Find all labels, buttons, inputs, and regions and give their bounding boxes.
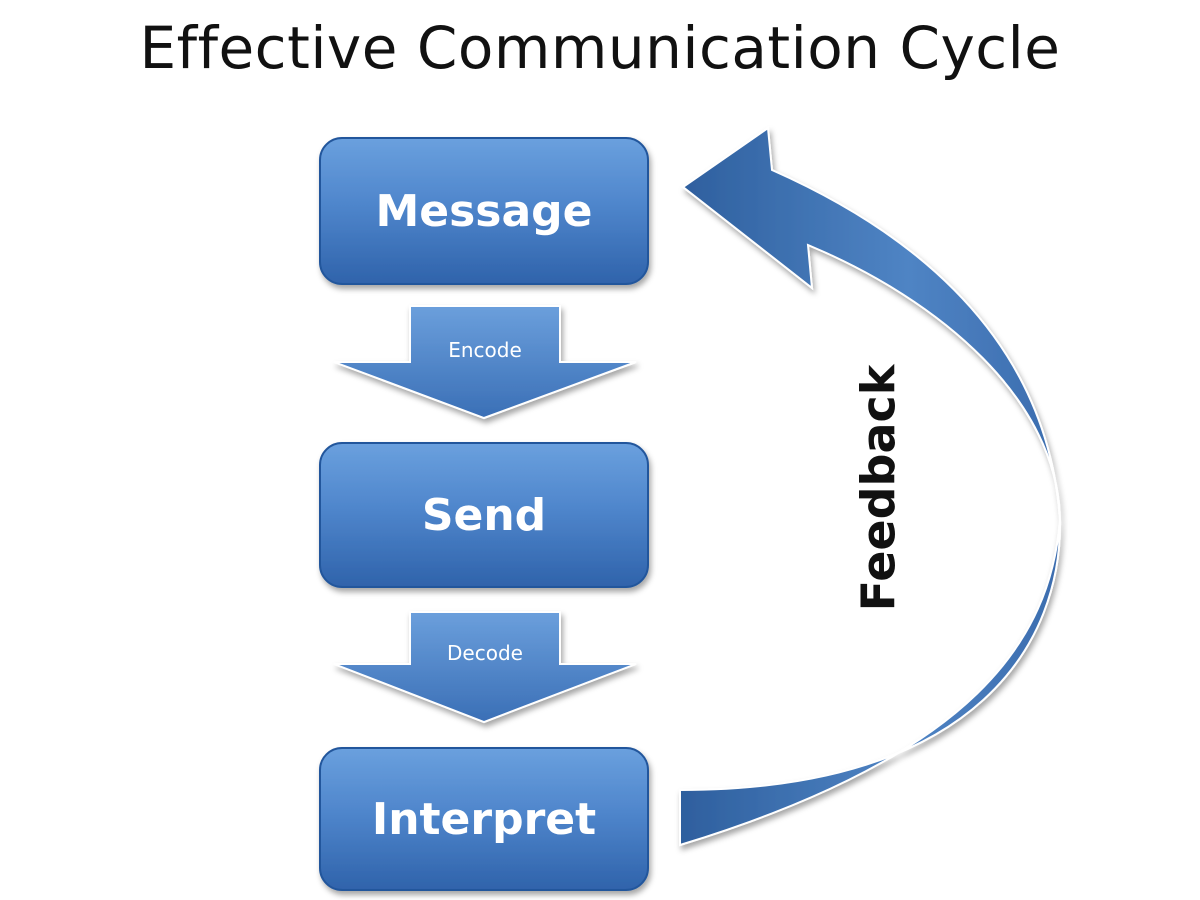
encode-label: Encode xyxy=(448,338,522,362)
encode-arrow: Encode xyxy=(333,305,637,420)
step-label-interpret: Interpret xyxy=(372,794,596,845)
feedback-label: Feedback xyxy=(852,363,906,611)
decode-arrow: Decode xyxy=(333,611,637,724)
decode-label: Decode xyxy=(447,641,523,665)
step-label-message: Message xyxy=(375,186,592,237)
page-title: Effective Communication Cycle xyxy=(139,14,1061,82)
feedback-curved-arrow xyxy=(679,126,1062,847)
step-box-interpret: Interpret xyxy=(319,747,649,891)
step-box-message: Message xyxy=(319,137,649,285)
step-box-send: Send xyxy=(319,442,649,588)
step-label-send: Send xyxy=(422,490,546,541)
